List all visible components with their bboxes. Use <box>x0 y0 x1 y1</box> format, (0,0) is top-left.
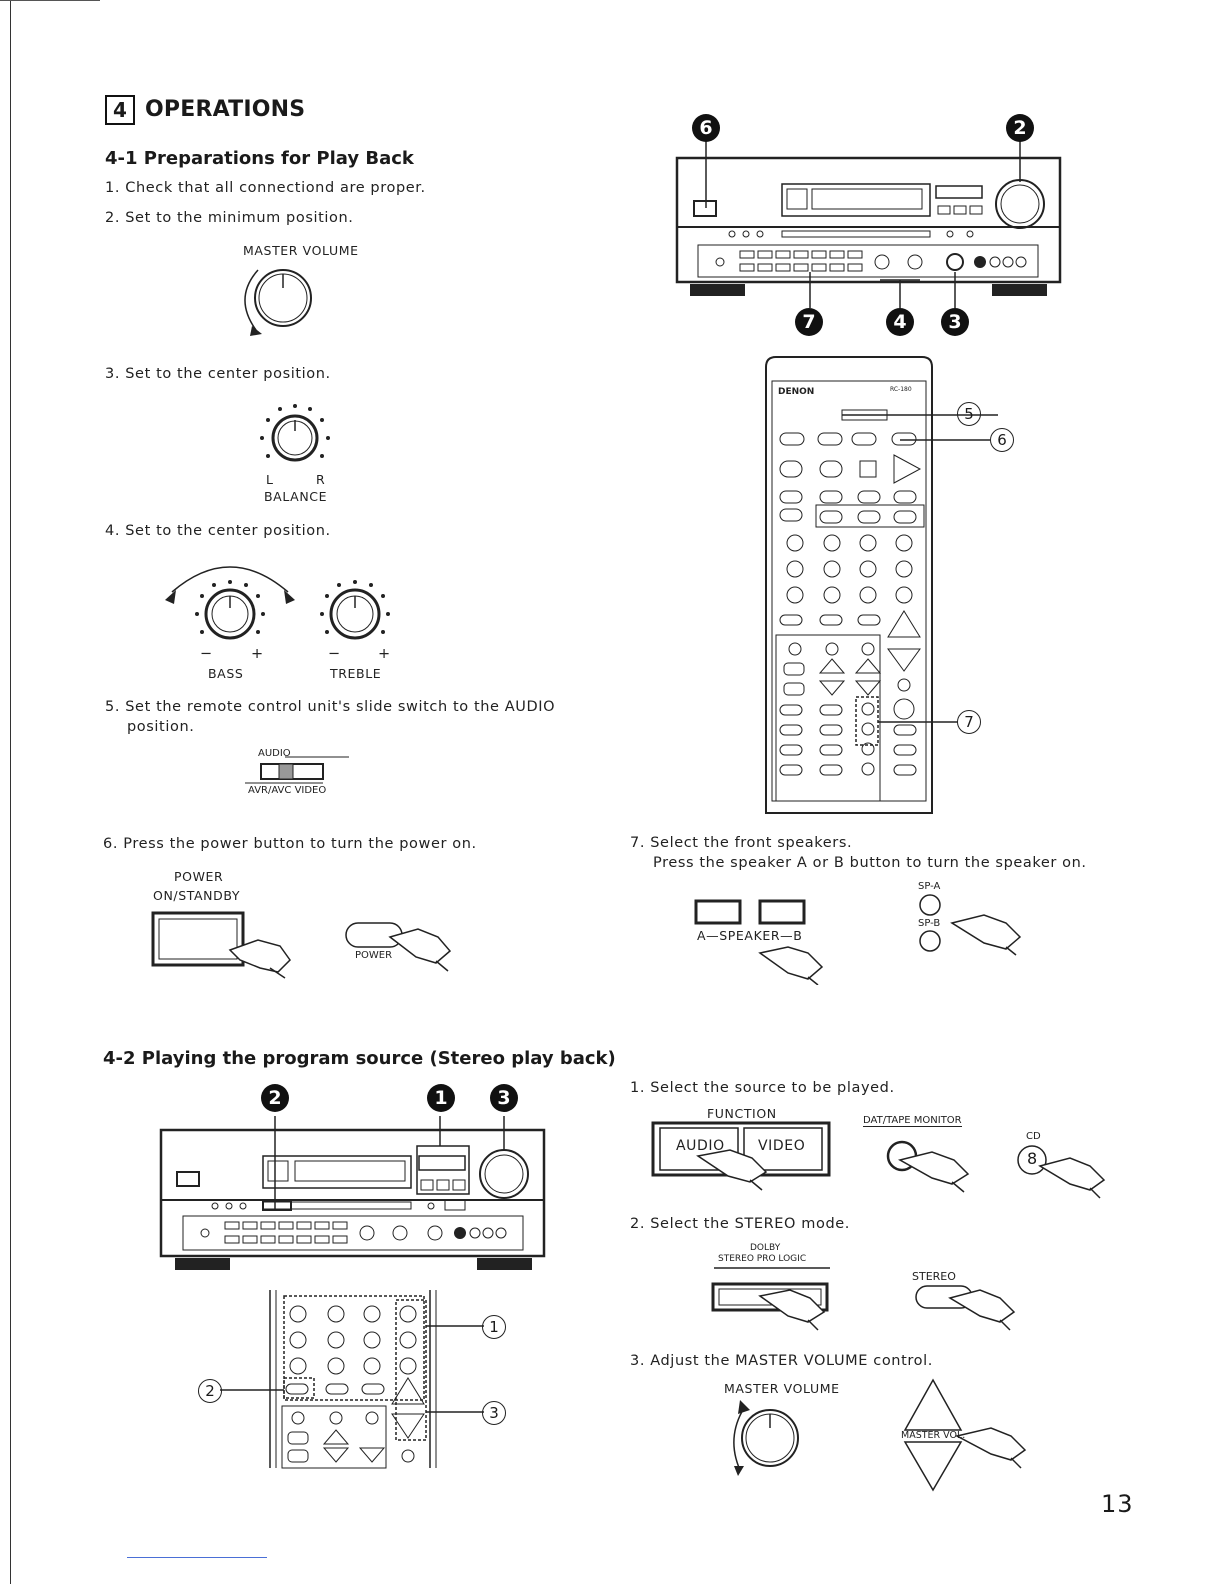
cd-number: 8 <box>1027 1149 1038 1168</box>
section-title: OPERATIONS <box>145 97 306 122</box>
callout-6: 6 <box>692 114 720 142</box>
remote-brand: DENON <box>778 387 814 397</box>
video-button-label: VIDEO <box>758 1138 806 1154</box>
step-7: 7. Select the front speakers. <box>630 835 853 851</box>
master-vol-label: MASTER VOL. <box>901 1430 966 1441</box>
callout-4: 4 <box>886 308 914 336</box>
function-label: FUNCTION <box>707 1106 777 1121</box>
step-4: 4. Set to the center position. <box>105 523 331 539</box>
play-step-3: 3. Adjust the MASTER VOLUME control. <box>630 1353 933 1369</box>
step-1: 1. Check that all connectiond are proper… <box>105 180 426 196</box>
power-small-label: POWER <box>355 950 393 961</box>
audio-button-label: AUDIO <box>676 1138 725 1154</box>
balance-knob-icon <box>260 404 330 462</box>
dat-tape-monitor-label: DAT/TAPE MONITOR <box>863 1115 962 1127</box>
sp-b-label: SP-B <box>918 918 941 929</box>
balance-r-label: R <box>316 472 326 487</box>
speaker-label: A—SPEAKER—B <box>697 928 803 943</box>
master-volume-label: MASTER VOLUME <box>243 243 359 258</box>
remote-callout-5: 5 <box>957 402 981 426</box>
step-2: 2. Set to the minimum position. <box>105 210 354 226</box>
dat-tape-monitor-button-icon <box>886 1140 970 1193</box>
stereo-button-icon <box>915 1285 1016 1331</box>
on-standby-label: ON/STANDBY <box>153 888 241 903</box>
callout-3: 3 <box>941 308 969 336</box>
remote-control-diagram: DENON RC-180 <box>765 356 998 814</box>
page-number: 13 <box>1101 1490 1134 1518</box>
speaker-buttons-icon <box>694 899 824 985</box>
cd-button-icon <box>1017 1145 1106 1199</box>
remote-power-button-icon <box>345 922 452 972</box>
section-number: 4 <box>105 95 135 125</box>
section-header: 4 OPERATIONS <box>105 95 305 125</box>
dolby-label: DOLBY <box>750 1243 781 1253</box>
stereo-pro-logic-button-icon <box>711 1267 830 1331</box>
remote-callout-7: 7 <box>957 710 981 734</box>
balance-label: BALANCE <box>264 489 328 504</box>
audio-switch-label: AUDIO <box>258 748 291 759</box>
master-vol-buttons-icon <box>903 1378 1027 1492</box>
treble-label: TREBLE <box>330 666 382 681</box>
remote2-callout-3: 3 <box>482 1401 506 1425</box>
stereo-pro-logic-label: STEREO PRO LOGIC <box>718 1254 807 1264</box>
bass-minus: − <box>200 646 213 662</box>
callout-2: 2 <box>1006 114 1034 142</box>
step-5-cont: position. <box>127 719 195 735</box>
bass-knob-icon <box>165 566 295 640</box>
remote-control-diagram-2 <box>220 1290 484 1469</box>
remote-callout-6: 6 <box>990 428 1014 452</box>
top-left-tick <box>0 0 100 1</box>
slide-switch-icon <box>245 756 349 784</box>
remote2-callout-2: 2 <box>198 1379 222 1403</box>
balance-l-label: L <box>266 472 274 487</box>
avr-video-label: AVR/AVC VIDEO <box>248 785 327 796</box>
step-3: 3. Set to the center position. <box>105 366 331 382</box>
power-button-icon <box>151 911 291 979</box>
remote2-callout-1: 1 <box>482 1315 506 1339</box>
treble-knob-icon <box>320 580 390 640</box>
sp-buttons-icon <box>919 894 1022 956</box>
stereo-label: STEREO <box>912 1270 956 1283</box>
cd-label: CD <box>1026 1131 1041 1142</box>
remote-model: RC-180 <box>890 386 912 393</box>
master-volume-knob-icon-2 <box>733 1400 799 1476</box>
bass-plus: + <box>251 646 264 662</box>
step-5: 5. Set the remote control unit's slide s… <box>105 699 556 715</box>
sp-a-label: SP-A <box>918 881 941 892</box>
callout2-1: 1 <box>427 1084 455 1112</box>
subsection-title-4-1: 4-1 Preparations for Play Back <box>105 148 414 169</box>
left-margin-line <box>10 0 11 1584</box>
treble-plus: + <box>378 646 391 662</box>
receiver-front-panel-diagram <box>675 137 1062 308</box>
bass-label: BASS <box>208 666 244 681</box>
callout-7: 7 <box>795 308 823 336</box>
callout2-2: 2 <box>261 1084 289 1112</box>
step-7-cont: Press the speaker A or B button to turn … <box>653 855 1087 871</box>
function-buttons-icon <box>651 1121 831 1191</box>
receiver-front-panel-diagram-2 <box>159 1116 546 1270</box>
master-volume-knob-icon <box>244 269 312 336</box>
footer-line <box>127 1557 267 1558</box>
power-label: POWER <box>174 869 224 884</box>
callout2-3: 3 <box>490 1084 518 1112</box>
step-6: 6. Press the power button to turn the po… <box>103 836 477 852</box>
play-step-1: 1. Select the source to be played. <box>630 1080 895 1096</box>
treble-minus: − <box>328 646 341 662</box>
play-step-2: 2. Select the STEREO mode. <box>630 1216 851 1232</box>
master-volume-label-2: MASTER VOLUME <box>724 1381 840 1396</box>
subsection-title-4-2: 4-2 Playing the program source (Stereo p… <box>103 1048 616 1069</box>
